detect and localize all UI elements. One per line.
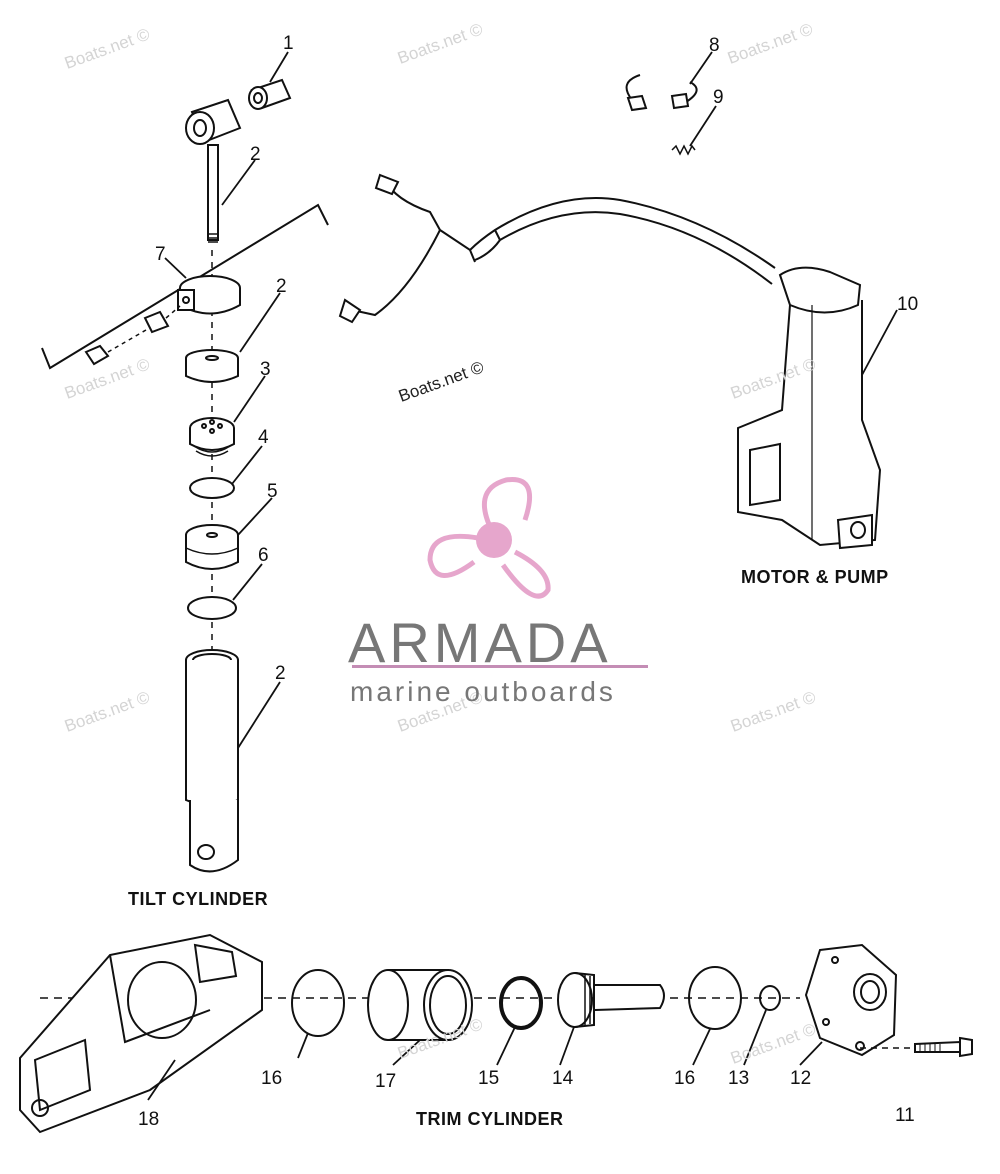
- part-14-piston-rod: [557, 972, 665, 1028]
- part-7-bracket: [41, 203, 329, 370]
- part-15-oring: [499, 976, 543, 1030]
- callout-10: 10: [897, 294, 919, 315]
- brand-name: ARMADA: [348, 611, 612, 674]
- brand-divider: [352, 665, 648, 668]
- callout-12: 12: [790, 1068, 812, 1089]
- tilt-cylinder-caption: TILT CYLINDER: [128, 889, 269, 909]
- callout-15: 15: [478, 1068, 500, 1089]
- part-16-oring-right: [688, 966, 742, 1030]
- part-2-tilt-rod: [185, 98, 242, 243]
- leader-lines: [147, 51, 898, 1101]
- callout-4: 4: [258, 427, 269, 448]
- part-4-oring: [189, 477, 235, 499]
- part-10-motor-pump: [338, 173, 882, 550]
- callout-16: 16: [674, 1068, 696, 1089]
- part-11-bolt: [914, 1036, 973, 1058]
- callout-13: 13: [728, 1068, 750, 1089]
- callout-6: 6: [258, 545, 269, 566]
- part-2-cap: [185, 349, 239, 383]
- callout-3: 3: [260, 359, 271, 380]
- part-12-end-cap: [804, 943, 898, 1057]
- part-9-spring: [671, 144, 696, 156]
- trim-cylinder-caption: TRIM CYLINDER: [416, 1109, 564, 1129]
- part-13-small-oring: [759, 985, 781, 1011]
- callout-16: 16: [261, 1068, 283, 1089]
- callout-14: 14: [552, 1068, 574, 1089]
- part-16-oring-left: [291, 969, 345, 1037]
- brand-tagline: marine outboards: [350, 676, 616, 707]
- part-18-trim-housing: [19, 933, 263, 1134]
- part-17-sleeve: [367, 969, 473, 1041]
- callout-1: 1: [283, 33, 294, 54]
- callout-5: 5: [267, 481, 278, 502]
- callout-2: 2: [250, 144, 261, 165]
- callout-18: 18: [138, 1109, 160, 1130]
- callout-7: 7: [155, 244, 166, 265]
- part-2-cylinder-body: [185, 649, 239, 873]
- callout-2: 2: [276, 276, 287, 297]
- callout-11: 11: [895, 1105, 915, 1126]
- callout-8: 8: [709, 35, 720, 56]
- callout-9: 9: [713, 87, 724, 108]
- part-8-wire-connectors: [625, 74, 698, 112]
- part-6-oring: [187, 596, 237, 620]
- motor-pump-caption: MOTOR & PUMP: [741, 567, 889, 587]
- part-3-head: [189, 417, 235, 457]
- propeller-logo: [427, 477, 551, 599]
- callout-17: 17: [375, 1071, 397, 1092]
- part-5-piston: [185, 524, 239, 570]
- part-1-bushing: [248, 78, 292, 110]
- callout-2: 2: [275, 663, 286, 684]
